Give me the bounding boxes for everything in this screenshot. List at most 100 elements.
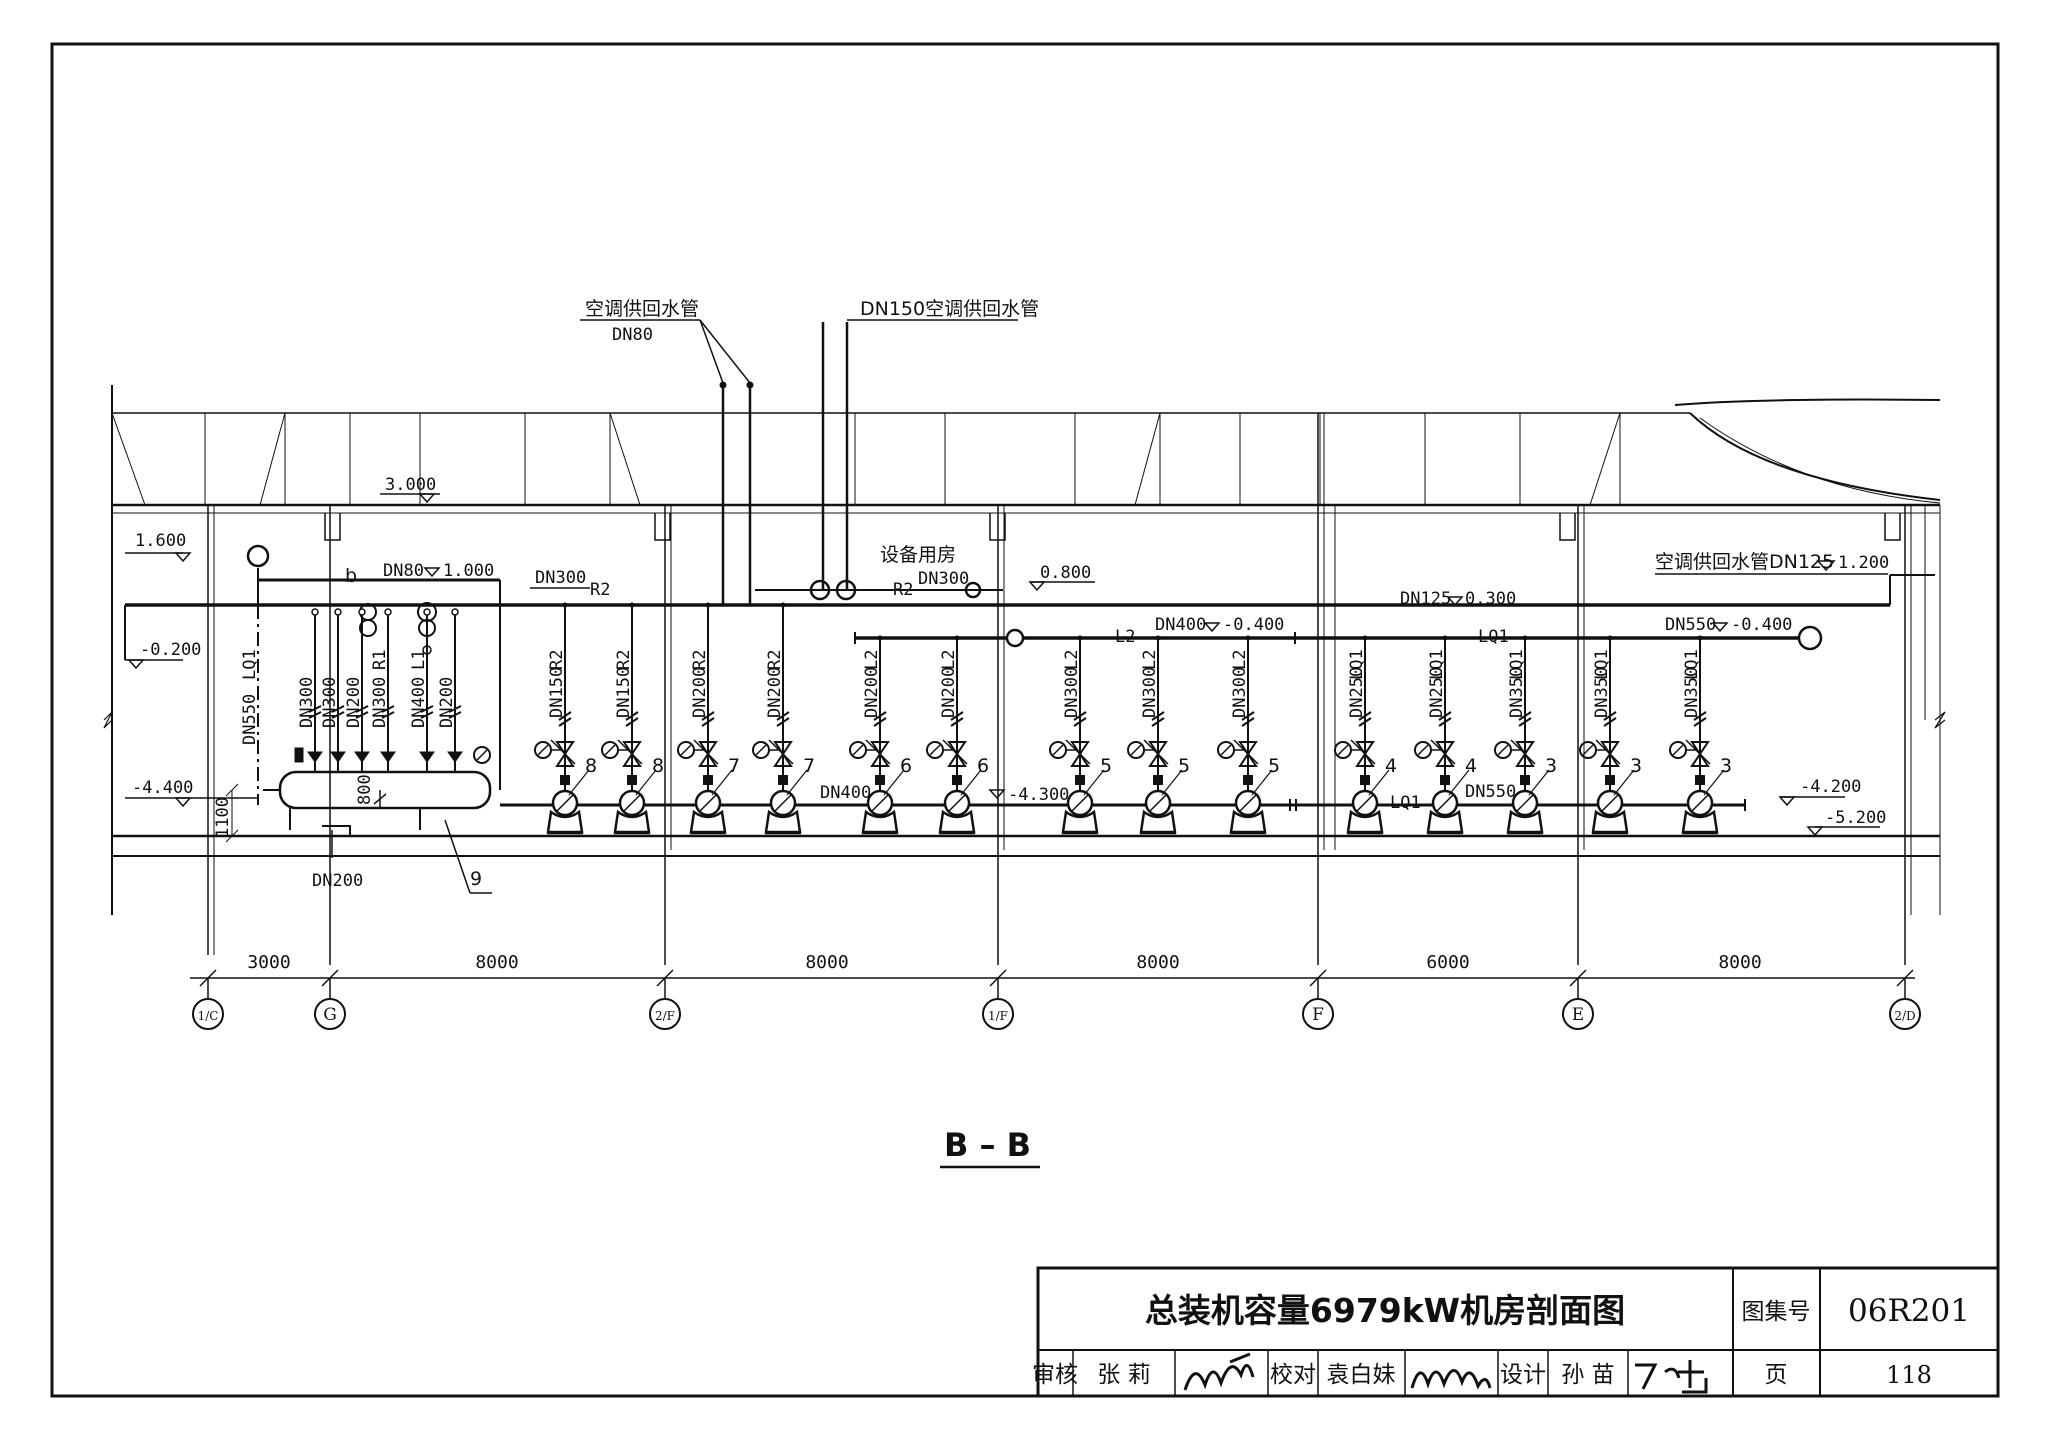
elev-minus-0200: -0.200 xyxy=(140,640,201,660)
pump-number-label: 3 xyxy=(1630,755,1642,777)
pump-number-label: 7 xyxy=(728,755,740,777)
dimension-line xyxy=(190,969,1915,987)
axis-label: E xyxy=(1572,1005,1584,1025)
branch-size-label: DN200 xyxy=(437,677,457,728)
l2-main-label: L2 xyxy=(1115,627,1135,647)
designer-name: 孙 苗 xyxy=(1561,1362,1614,1388)
drawing-title: 总装机容量6979kW机房剖面图 xyxy=(1145,1291,1625,1330)
pump-pipe-label: LQ1 xyxy=(1592,649,1612,680)
pump-size-label: DN300 xyxy=(1062,667,1082,718)
r2-label-b: R2 xyxy=(893,580,913,600)
pump-number-label: 8 xyxy=(585,755,597,777)
sheet-border xyxy=(50,42,2000,1398)
dn125-right-label: 空调供回水管DN125 xyxy=(1655,551,1834,573)
pump-size-label: DN150 xyxy=(547,667,567,718)
header-branch: DN200 xyxy=(437,608,463,772)
pump-pipe-label: R2 xyxy=(547,650,567,670)
pump-size-label: DN250 xyxy=(1427,667,1447,718)
dim-800-label: 800 xyxy=(355,774,375,805)
pipe-annotations: 空调供回水管 DN80 DN150空调供回水管 设备用房 空调供回水管DN125… xyxy=(125,298,1889,891)
header-branch: DN300 R1 xyxy=(370,608,396,772)
pump-pipe-label: LQ1 xyxy=(1507,649,1527,680)
axis-label: 2/D xyxy=(1894,1009,1915,1023)
pump-number-label: 5 xyxy=(1178,755,1190,777)
elev-minus-4300: -4.300 xyxy=(1008,785,1069,805)
pump-pipe-label: L2 xyxy=(1062,650,1082,670)
elev-3000: 3.000 xyxy=(385,475,436,495)
supply-return-label: 空调供回水管 xyxy=(585,298,699,320)
branch-size-label: DN300 xyxy=(320,677,340,728)
branch-pipe-label: R1 xyxy=(370,650,390,670)
elev-minus-4200: -4.200 xyxy=(1800,777,1861,797)
dim-1100-label: 1100 xyxy=(213,797,233,838)
axis-label: F xyxy=(1312,1005,1324,1025)
check-label: 校对 xyxy=(1270,1362,1316,1388)
pump-pipe-label: LQ1 xyxy=(1682,649,1702,680)
page-number: 118 xyxy=(1886,1361,1932,1389)
branch-pipe-label: LQ1 xyxy=(240,649,260,680)
dn200-bottom-label: DN200 xyxy=(312,871,363,891)
branch-size-label: DN300 xyxy=(370,677,390,728)
section-label: B – B xyxy=(944,1126,1031,1164)
pump-number-label: 6 xyxy=(900,755,912,777)
branch-size-label: DN400 xyxy=(409,677,429,728)
reviewer-name: 张 莉 xyxy=(1097,1362,1150,1388)
axis-marker: 1/F xyxy=(982,978,1014,1030)
elev-0300: 0.300 xyxy=(1465,589,1516,609)
elev-1000: 1.000 xyxy=(443,561,494,581)
pump-pipe-label: LQ1 xyxy=(1347,649,1367,680)
elev-1200: 1.200 xyxy=(1838,553,1889,573)
dn300-r2-label: DN300 xyxy=(535,568,586,588)
dn400-header-label: DN400 xyxy=(820,783,871,803)
pump-pipe-label: L2 xyxy=(1140,650,1160,670)
elev-minus-0400a: -0.400 xyxy=(1223,615,1284,635)
pump-row: DN150R28DN150R28DN200R27DN200R27DN200L26… xyxy=(534,602,1732,835)
axis-marker: G xyxy=(314,978,346,1030)
elev-minus-4400: -4.400 xyxy=(132,778,193,798)
atlas-label: 图集号 xyxy=(1742,1299,1811,1325)
pump-size-label: DN350 xyxy=(1592,667,1612,718)
dn150-supply-label: DN150空调供回水管 xyxy=(860,298,1039,320)
pump-size-label: DN200 xyxy=(690,667,710,718)
pump-number-label: 3 xyxy=(1720,755,1732,777)
header-branch: DN300 xyxy=(297,608,323,772)
dn80-label: DN80 xyxy=(612,325,653,345)
pump-size-label: DN350 xyxy=(1507,667,1527,718)
pump-number-label: 4 xyxy=(1385,755,1397,777)
pump-size-label: DN200 xyxy=(939,667,959,718)
elev-1600: 1.600 xyxy=(135,531,186,551)
branch-size-label: DN300 xyxy=(297,677,317,728)
branch-size-label: DN550 xyxy=(240,694,260,745)
dimension-value: 3000 xyxy=(247,952,290,973)
dimension-value: 8000 xyxy=(805,952,848,973)
pump-pipe-label: R2 xyxy=(614,650,634,670)
b-line-label: b xyxy=(345,565,357,587)
design-label: 设计 xyxy=(1500,1362,1546,1388)
dn550-header-label: DN550 xyxy=(1465,782,1516,802)
branch-pipe-label: L1 xyxy=(409,650,429,670)
elev-minus-0400b: -0.400 xyxy=(1731,615,1792,635)
pump-pipe-label: R2 xyxy=(765,650,785,670)
axis-label: 2/F xyxy=(655,1009,675,1023)
pump-number-label: 8 xyxy=(652,755,664,777)
dn400-l2-label: DN400 xyxy=(1155,615,1206,635)
axis-marker: 2/D xyxy=(1889,978,1921,1030)
header-branch: DN550 LQ1 xyxy=(240,649,260,745)
piping xyxy=(124,319,1935,894)
dn80-1000-label: DN80 xyxy=(383,561,424,581)
